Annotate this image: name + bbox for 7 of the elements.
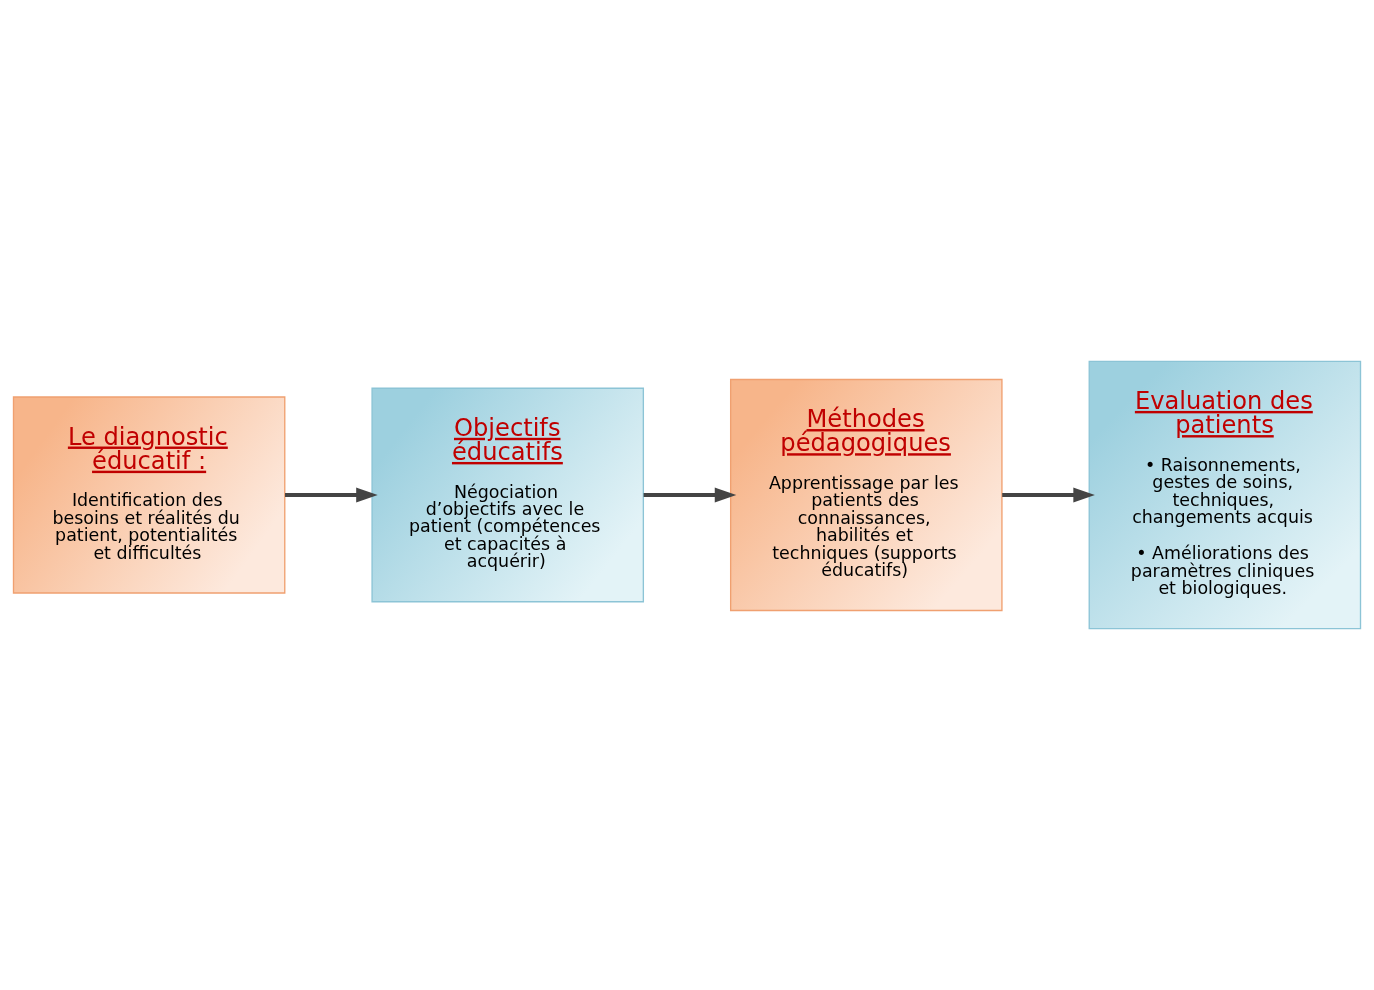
node-box: Objectifs éducatifs Négociation d’objectifs avec le patient (compétences et capacités à acquérir) (371, 387, 644, 603)
node-box: Méthodes pédagogiques Apprentissage par les patients des connaissances, habilités et techniques (supports éducatifs) (730, 378, 1003, 612)
arrow (1002, 487, 1095, 503)
node-box: Le diagnostic éducatif : Identification des besoins et réalités du patient, potentialités et difficultés (12, 396, 286, 594)
node-box: Evaluation des patients • Raisonnements, gestes de soins, techniques, changements acquis • Améliorations des paramètres cliniques et biologiques. (1088, 360, 1362, 630)
arrow (285, 487, 378, 503)
arrow (643, 487, 737, 503)
